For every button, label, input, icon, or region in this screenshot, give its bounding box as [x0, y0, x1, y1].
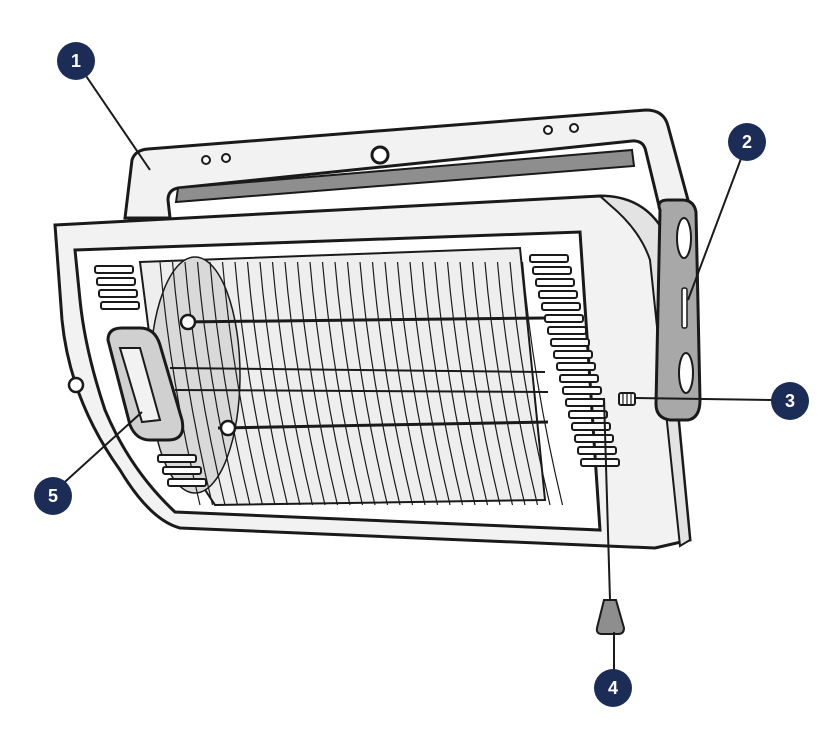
callout-5: 5 — [34, 477, 72, 515]
grill-wire — [184, 261, 226, 506]
grill-wire — [371, 261, 414, 506]
grill-wire — [509, 261, 551, 506]
right-vents — [529, 254, 620, 467]
grill-wire — [221, 261, 264, 506]
callout-2: 2 — [728, 123, 766, 161]
pull-switch — [618, 392, 636, 406]
grill-wire — [296, 261, 339, 506]
vent-slot — [565, 398, 605, 407]
grill-wire — [359, 261, 401, 506]
keyhole-slots — [201, 123, 579, 165]
grill-wire — [171, 261, 214, 506]
vent-slot — [571, 422, 611, 431]
grill-wire — [496, 261, 539, 506]
grill-wire — [409, 261, 451, 506]
callout-1-label: 1 — [71, 51, 81, 71]
grill-wire — [421, 261, 464, 506]
side-mount — [654, 198, 702, 422]
grill-wire — [396, 261, 439, 506]
grill-wire — [321, 261, 364, 506]
grill-wire — [271, 261, 314, 506]
callout-2-label: 2 — [742, 132, 752, 152]
grill-wire — [334, 261, 376, 506]
vent-slot — [553, 350, 593, 359]
vent-slot — [580, 458, 620, 467]
vent-slot — [529, 254, 569, 263]
carry-handle — [106, 326, 185, 442]
callout-5-label: 5 — [48, 486, 58, 506]
callout-3: 3 — [771, 382, 809, 420]
vent-slot — [550, 338, 590, 347]
vent-slot — [559, 374, 599, 383]
grill-wire — [384, 261, 426, 506]
grill-wire — [484, 261, 526, 506]
grill-wire — [521, 261, 564, 506]
callout-3-label: 3 — [785, 391, 795, 411]
grill-wire — [434, 261, 476, 506]
grill-wires — [159, 261, 564, 506]
vent-slot — [535, 278, 575, 287]
grill-wire — [209, 261, 251, 506]
leader-lines — [55, 69, 773, 670]
grill-wire — [234, 261, 276, 506]
grill-wire — [471, 261, 514, 506]
grill-wire — [346, 261, 389, 506]
grill-wire — [446, 261, 489, 506]
grill-wire — [246, 261, 289, 506]
grill-wire — [259, 261, 301, 506]
vent-slot — [532, 266, 572, 275]
vent-slot — [547, 326, 587, 335]
vent-slot — [541, 302, 581, 311]
vent-slot — [568, 410, 608, 419]
vent-slot — [544, 314, 584, 323]
grill-wire — [196, 261, 239, 506]
callout-4: 4 — [594, 669, 632, 707]
heater-body — [53, 194, 692, 550]
vent-slot — [562, 386, 602, 395]
grill-wire — [284, 261, 326, 506]
left-vents — [94, 265, 207, 487]
callout-1: 1 — [57, 42, 95, 80]
vent-slot — [574, 434, 614, 443]
grill-wire — [459, 261, 501, 506]
vent-slot — [538, 290, 578, 299]
vent-slot — [556, 362, 596, 371]
callout-4-label: 4 — [608, 678, 618, 698]
pull-cord — [595, 397, 626, 635]
grill-wire — [309, 261, 351, 506]
vent-slot — [577, 446, 617, 455]
